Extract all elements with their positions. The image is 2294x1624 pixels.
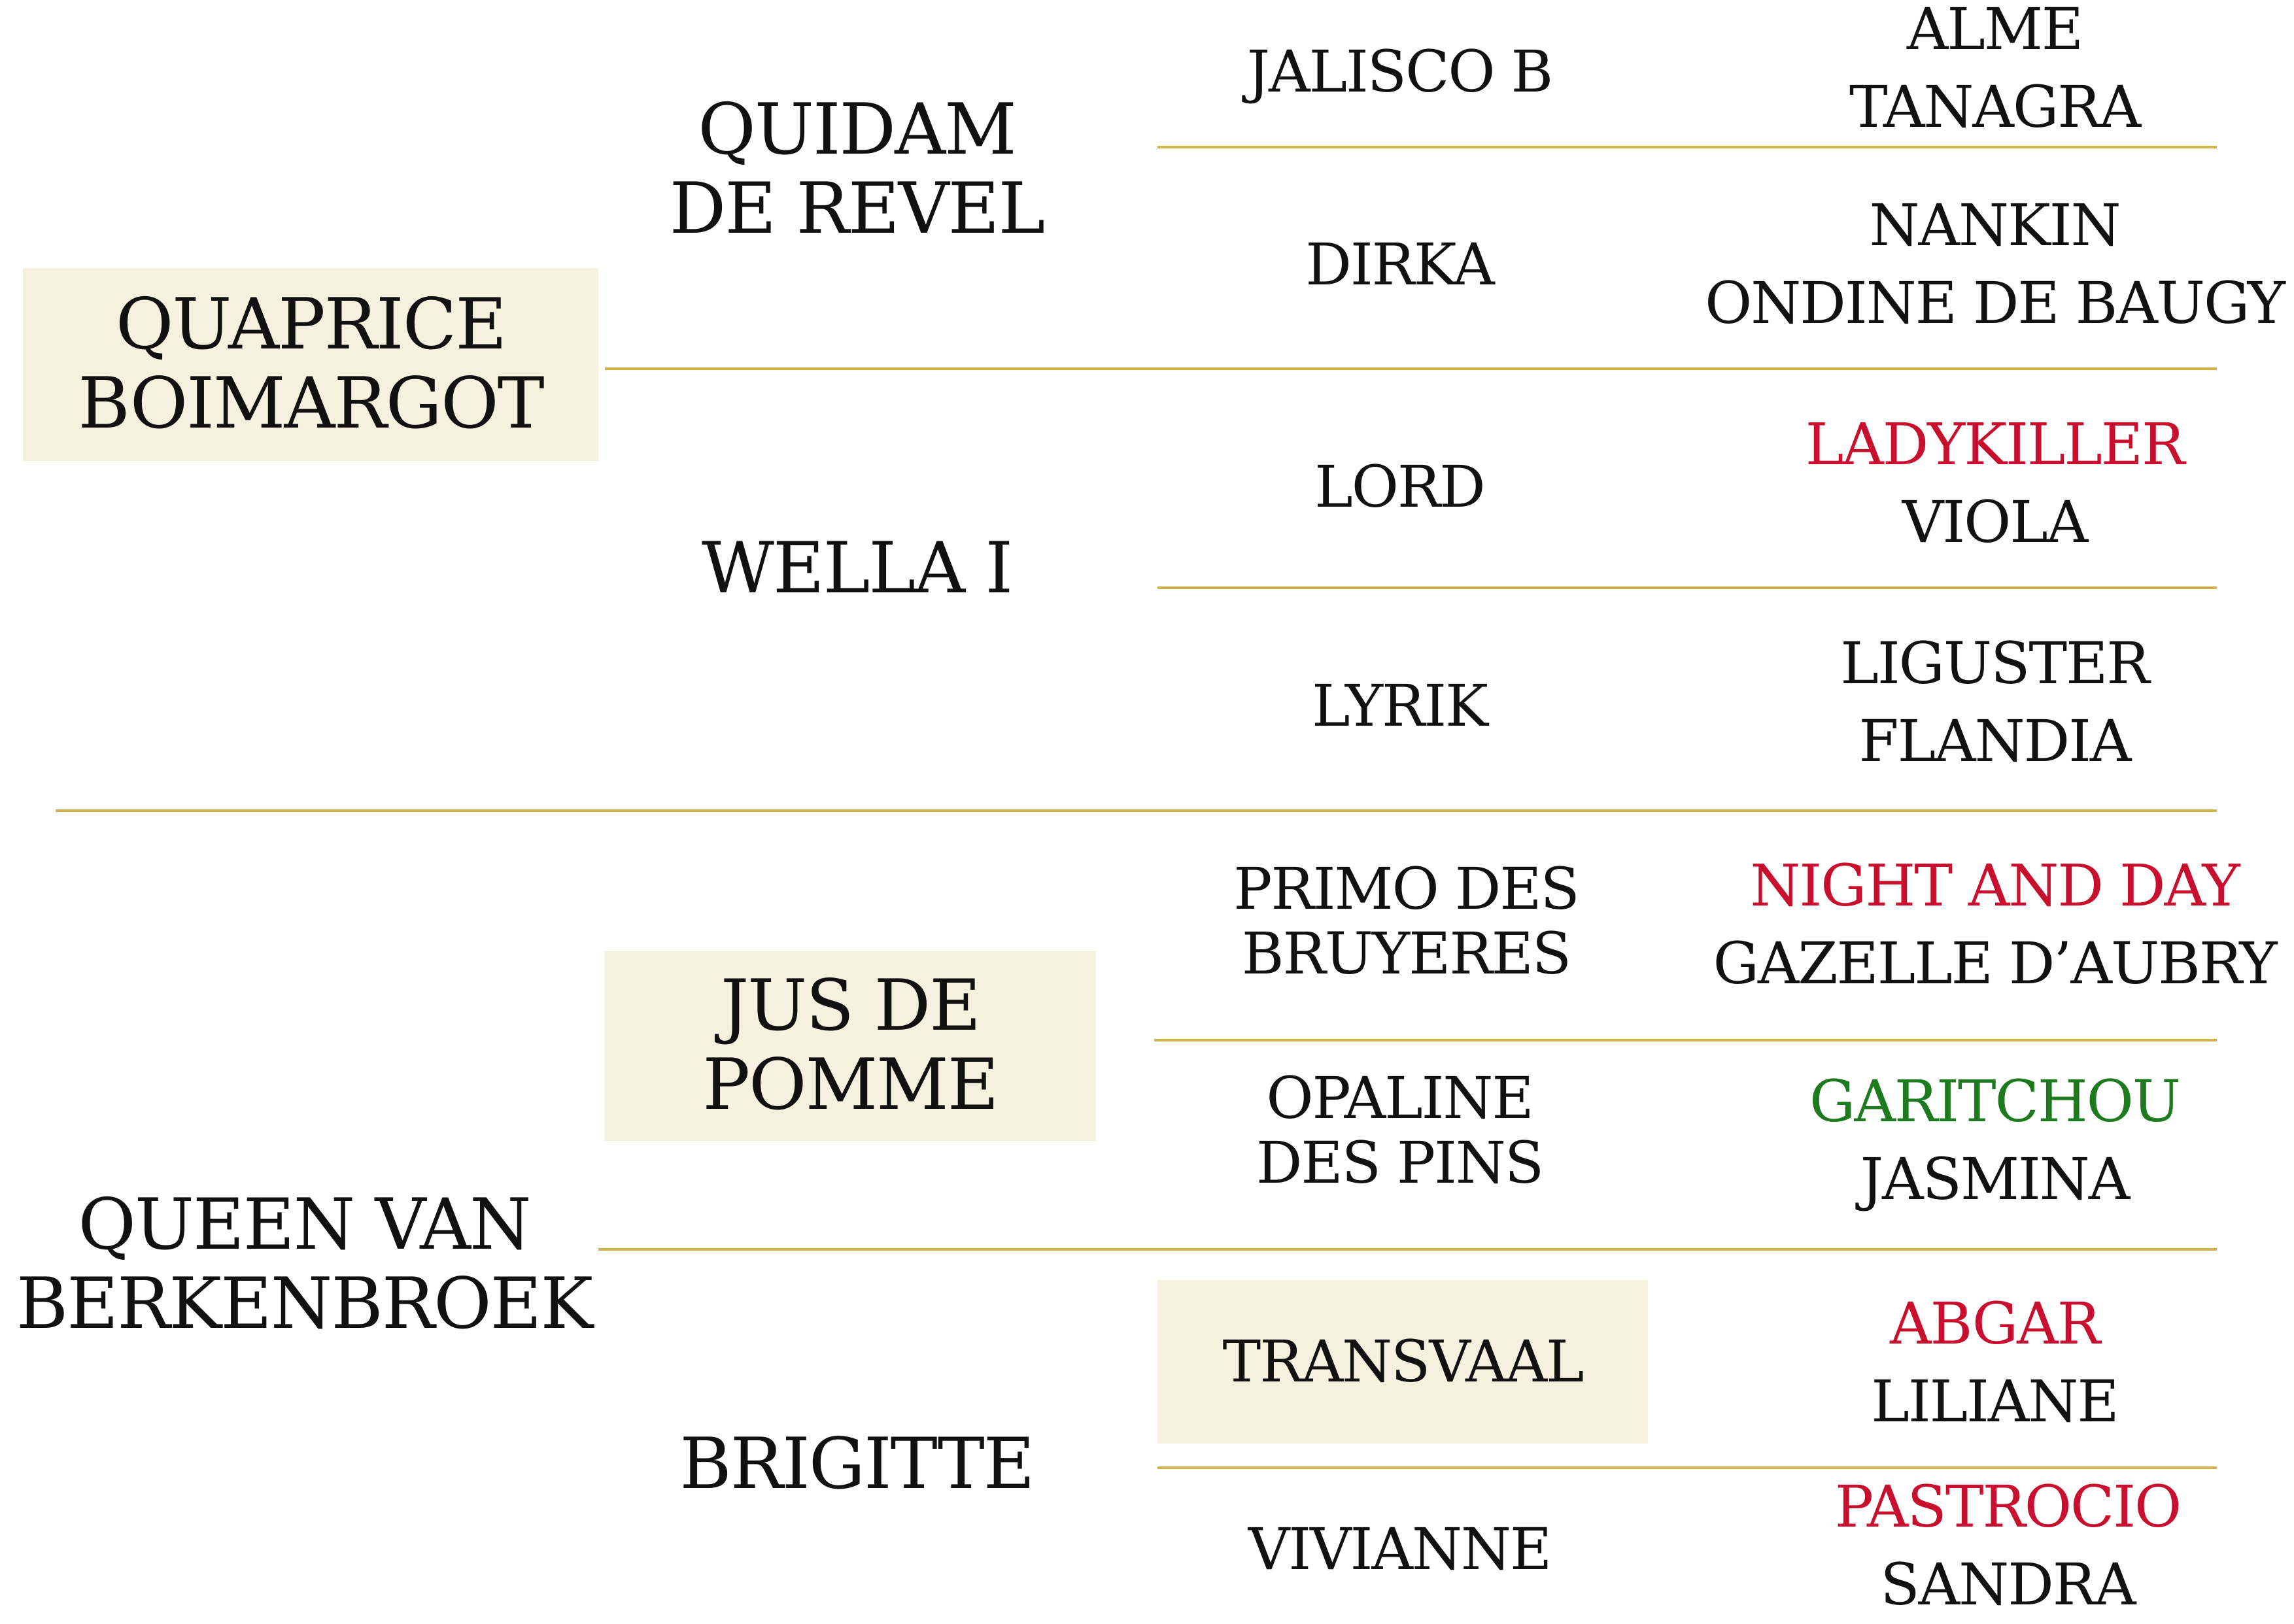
name-line: DE REVEL xyxy=(669,168,1045,250)
gen3-dirka: DIRKA xyxy=(1151,226,1648,304)
gen3-vivianne: VIVIANNE xyxy=(1151,1510,1648,1589)
name-line: LYRIK xyxy=(1312,671,1488,739)
dam-dam-name: BRIGITTE xyxy=(608,1419,1105,1510)
sire-dam-name: WELLA I xyxy=(608,523,1105,615)
name-line: DIRKA xyxy=(1305,230,1494,298)
name-line: JASMINA xyxy=(1860,1145,2131,1213)
gen4-pair-4: LIGUSTER FLANDIA xyxy=(1700,628,2289,778)
name-line: ALME xyxy=(1906,0,2083,63)
divider-dam-sire-dam xyxy=(598,1248,2217,1251)
gen3-jalisco-b: JALISCO B xyxy=(1151,33,1648,111)
divider-main xyxy=(56,809,2217,812)
sire-sire-name: QUIDAM DE REVEL xyxy=(608,78,1105,262)
name-line: TRANSVAAL xyxy=(1222,1327,1584,1395)
gen4-pair-1: ALME TANAGRA xyxy=(1700,0,2289,144)
gen3-lord: LORD xyxy=(1151,448,1648,526)
divider-gen3-3 xyxy=(1154,1039,2217,1041)
gen3-transvaal: TRANSVAAL xyxy=(1157,1280,1648,1444)
divider-sire-sire-dam xyxy=(605,367,2217,370)
name-line: OPALINE xyxy=(1266,1064,1533,1132)
name-line: BRUYERES xyxy=(1241,920,1571,987)
gen4-pair-7: ABGAR LILIANE xyxy=(1700,1288,2289,1438)
name-line: WELLA I xyxy=(701,527,1013,609)
name-line: NANKIN xyxy=(1869,192,2121,260)
name-line: POMME xyxy=(702,1044,999,1126)
name-line: LADYKILLER xyxy=(1805,411,2185,479)
dam-name: QUEEN VAN BERKENBROEK xyxy=(16,1170,593,1360)
name-line: QUEEN VAN xyxy=(78,1184,531,1266)
name-line: VIVIANNE xyxy=(1248,1515,1552,1583)
gen3-lyrik: LYRIK xyxy=(1151,667,1648,745)
name-line: BRIGITTE xyxy=(679,1423,1035,1505)
divider-gen3-2 xyxy=(1157,586,2217,589)
name-line: FLANDIA xyxy=(1858,707,2132,775)
divider-gen3-1 xyxy=(1157,146,2217,148)
sire-name: QUAPRICE BOIMARGOT xyxy=(23,268,598,461)
highlight-transvaal xyxy=(1157,1280,1648,1444)
name-line: QUIDAM xyxy=(698,89,1016,171)
name-line: ABGAR xyxy=(1890,1290,2100,1358)
gen4-pair-2: NANKIN ONDINE DE BAUGY xyxy=(1700,190,2289,340)
name-line: NIGHT AND DAY xyxy=(1750,852,2240,920)
gen4-pair-3: LADYKILLER VIOLA xyxy=(1700,409,2289,559)
highlight-jus-de-pomme xyxy=(605,951,1095,1141)
name-line: JALISCO B xyxy=(1246,37,1553,105)
name-line: QUAPRICE xyxy=(115,283,507,365)
name-line: GAZELLE D’AUBRY xyxy=(1713,930,2278,997)
name-line: VIOLA xyxy=(1902,488,2088,556)
name-line: TANAGRA xyxy=(1849,73,2141,141)
name-line: DES PINS xyxy=(1256,1129,1544,1196)
dam-sire-name: JUS DE POMME xyxy=(605,951,1095,1141)
name-line: BERKENBROEK xyxy=(16,1263,593,1345)
gen4-pair-6: GARITCHOU JASMINA xyxy=(1700,1066,2289,1216)
name-line: JUS DE xyxy=(720,965,981,1047)
name-line: BOIMARGOT xyxy=(78,362,544,445)
highlight-quaprice xyxy=(23,268,598,461)
name-line: GARITCHOU xyxy=(1809,1068,2181,1136)
gen4-pair-5: NIGHT AND DAY GAZELLE D’AUBRY xyxy=(1700,850,2289,1000)
name-line: PRIMO DES xyxy=(1233,855,1580,923)
gen3-opaline-des-pins: OPALINE DES PINS xyxy=(1151,1059,1648,1203)
name-line: PASTROCIO xyxy=(1834,1473,2182,1541)
gen4-pair-8: PASTROCIO SANDRA xyxy=(1713,1471,2294,1621)
name-line: LILIANE xyxy=(1871,1368,2119,1435)
name-line: SANDRA xyxy=(1880,1551,2136,1618)
gen3-primo-des-bruyeres: PRIMO DES BRUYERES xyxy=(1157,850,1654,994)
divider-gen3-4 xyxy=(1157,1466,2217,1469)
name-line: LORD xyxy=(1314,452,1485,520)
name-line: LIGUSTER xyxy=(1840,630,2149,698)
name-line: ONDINE DE BAUGY xyxy=(1705,269,2285,337)
